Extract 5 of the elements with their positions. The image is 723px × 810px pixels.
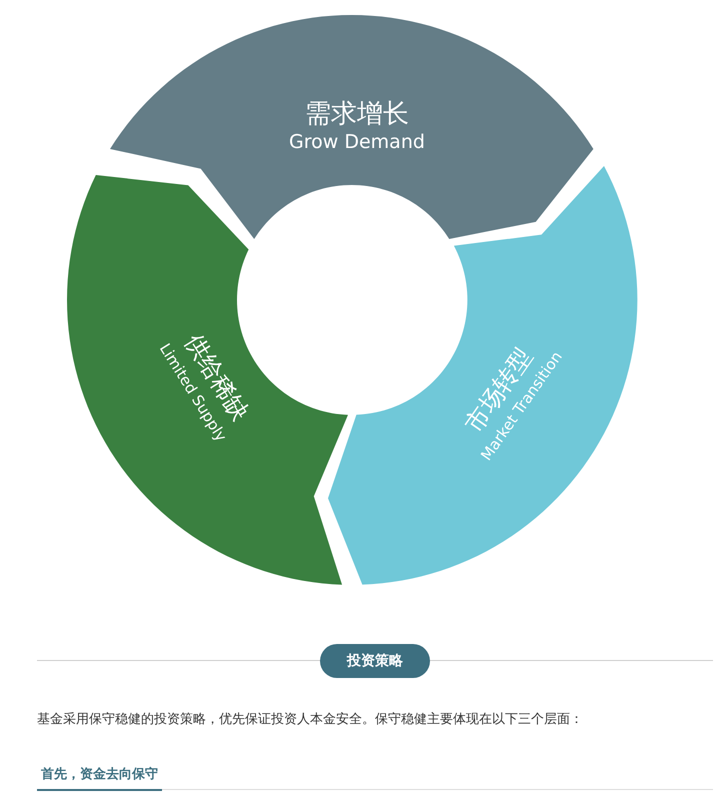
section-heading-pill: 投资策略 xyxy=(320,644,430,678)
segment-title: 需求增长 xyxy=(304,98,410,130)
subheading: 首先，资金去向保守 xyxy=(37,765,162,791)
segment-subtitle: Grow Demand xyxy=(288,130,426,154)
paragraph: 基金采用保守稳健的投资策略，优先保证投资人本金安全。保守稳健主要体现在以下三个层面： xyxy=(37,711,583,728)
